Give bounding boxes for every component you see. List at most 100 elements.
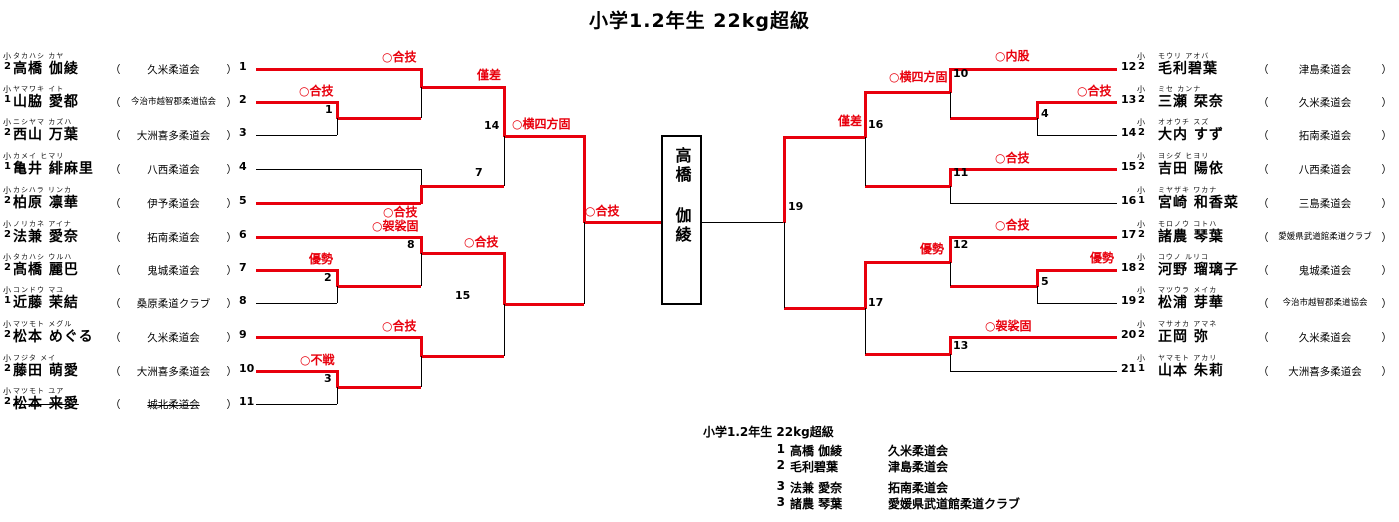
result-name: 法兼 愛奈	[790, 481, 843, 495]
player-club-wrap: （拓南柔道会）	[110, 233, 237, 244]
player-school: 小	[1137, 152, 1145, 161]
paren-open: （	[1258, 366, 1269, 378]
player-seed: 8	[239, 294, 247, 307]
player-school: 小	[1137, 286, 1145, 295]
paren-close: ）	[226, 332, 238, 344]
bracket-line	[421, 86, 504, 89]
player-club-wrap: （桑原柔道クラブ）	[110, 299, 237, 310]
player-grade: 2	[4, 127, 11, 138]
player-club: 大洲喜多柔道会	[136, 130, 211, 142]
bracket-line	[1036, 101, 1039, 119]
paren-close: ）	[1381, 298, 1393, 310]
bracket-line	[864, 261, 867, 309]
player-kana: マツウラ メイカ	[1158, 286, 1218, 294]
player-school: 小	[3, 118, 11, 127]
bracket-line	[256, 404, 337, 405]
bracket-line	[504, 303, 584, 306]
player-kana: コウノ ルリコ	[1158, 253, 1209, 261]
player-seed: 11	[239, 395, 255, 408]
match-result-label: ○内股	[995, 49, 1030, 63]
player-school: 小	[1137, 320, 1145, 329]
player-seed: 7	[239, 261, 247, 274]
bracket-line	[865, 91, 950, 94]
player-school: 小	[3, 52, 11, 61]
bracket-line	[1037, 101, 1117, 104]
player-club: 拓南柔道会	[147, 232, 200, 244]
paren-open: （	[1258, 298, 1269, 310]
bracket-line	[784, 307, 865, 310]
player-school: 小	[1137, 253, 1145, 262]
paren-open: （	[1258, 265, 1269, 277]
match-number: 5	[1041, 275, 1049, 288]
player-kana: カシハラ リンカ	[13, 186, 73, 194]
player-club: 久米柔道会	[147, 332, 200, 344]
match-number: 15	[455, 289, 471, 302]
player-school: 小	[3, 186, 11, 195]
result-name: 高橋 伽綾	[790, 444, 843, 458]
match-result-label: ○袈裟固	[985, 319, 1032, 333]
player-club: 久米柔道会	[1298, 97, 1352, 109]
bracket-line	[420, 336, 423, 357]
match-number: 13	[953, 339, 969, 352]
match-number: 16	[868, 118, 884, 131]
player-seed: 4	[239, 160, 247, 173]
bracket-line	[950, 336, 1117, 339]
player-seed: 12	[1121, 60, 1137, 73]
player-club-wrap: （今治市越智郡柔道協会）	[1258, 299, 1392, 310]
bracket-line	[503, 86, 506, 137]
bracket-line	[421, 87, 422, 118]
player-grade: 2	[4, 329, 11, 340]
player-grade: 2	[1138, 295, 1145, 306]
player-grade: 2	[1138, 161, 1145, 172]
player-kana: タカハシ カヤ	[13, 52, 65, 60]
bracket-line	[865, 185, 950, 188]
player-name: 河野 瑠璃子	[1158, 262, 1239, 278]
paren-close: ）	[226, 198, 238, 210]
player-name: 髙橋 麗巴	[13, 262, 79, 278]
player-school: 小	[1137, 118, 1145, 127]
bracket-line	[702, 222, 784, 223]
player-grade: 2	[1138, 229, 1145, 240]
player-grade: 1	[4, 295, 11, 306]
player-kana: マツモト ユア	[13, 387, 65, 395]
paren-close: ）	[226, 265, 238, 277]
player-grade: 1	[4, 161, 11, 172]
result-rank: 1	[776, 442, 785, 456]
player-grade: 2	[1138, 329, 1145, 340]
bracket-line	[865, 137, 866, 186]
player-club-wrap: （鬼城柔道会）	[1258, 266, 1392, 277]
player-kana: ミセ カンナ	[1158, 85, 1202, 93]
match-result-label: ○合技	[383, 205, 418, 219]
player-club-wrap: （伊予柔道会）	[110, 199, 237, 210]
bracket-line	[950, 203, 1117, 204]
bracket-line	[864, 91, 867, 138]
player-club: 桑原柔道クラブ	[136, 298, 211, 310]
paren-close: ）	[226, 64, 238, 76]
player-club: 愛媛県武道館柔道クラブ	[1278, 232, 1372, 242]
player-grade: 2	[4, 61, 11, 72]
paren-open: （	[110, 130, 121, 142]
player-club-wrap: （今治市越智郡柔道協会）	[110, 98, 237, 109]
bracket-line	[950, 236, 1117, 239]
bracket-line	[421, 169, 422, 186]
champion-name: 高橋 伽綾	[672, 147, 692, 245]
bracket-line	[865, 308, 866, 354]
player-seed: 3	[239, 126, 247, 139]
player-seed: 15	[1121, 160, 1137, 173]
paren-open: （	[1258, 332, 1269, 344]
player-club-wrap: （愛媛県武道館柔道クラブ）	[1258, 233, 1392, 244]
player-kana: ノリカネ アイナ	[13, 220, 72, 228]
player-kana: コンドウ マユ	[13, 286, 65, 294]
player-school: 小	[3, 286, 11, 295]
player-kana: タカハシ ウルハ	[13, 253, 73, 261]
bracket-line	[1037, 269, 1117, 272]
match-result-label: 僅差	[477, 68, 502, 82]
